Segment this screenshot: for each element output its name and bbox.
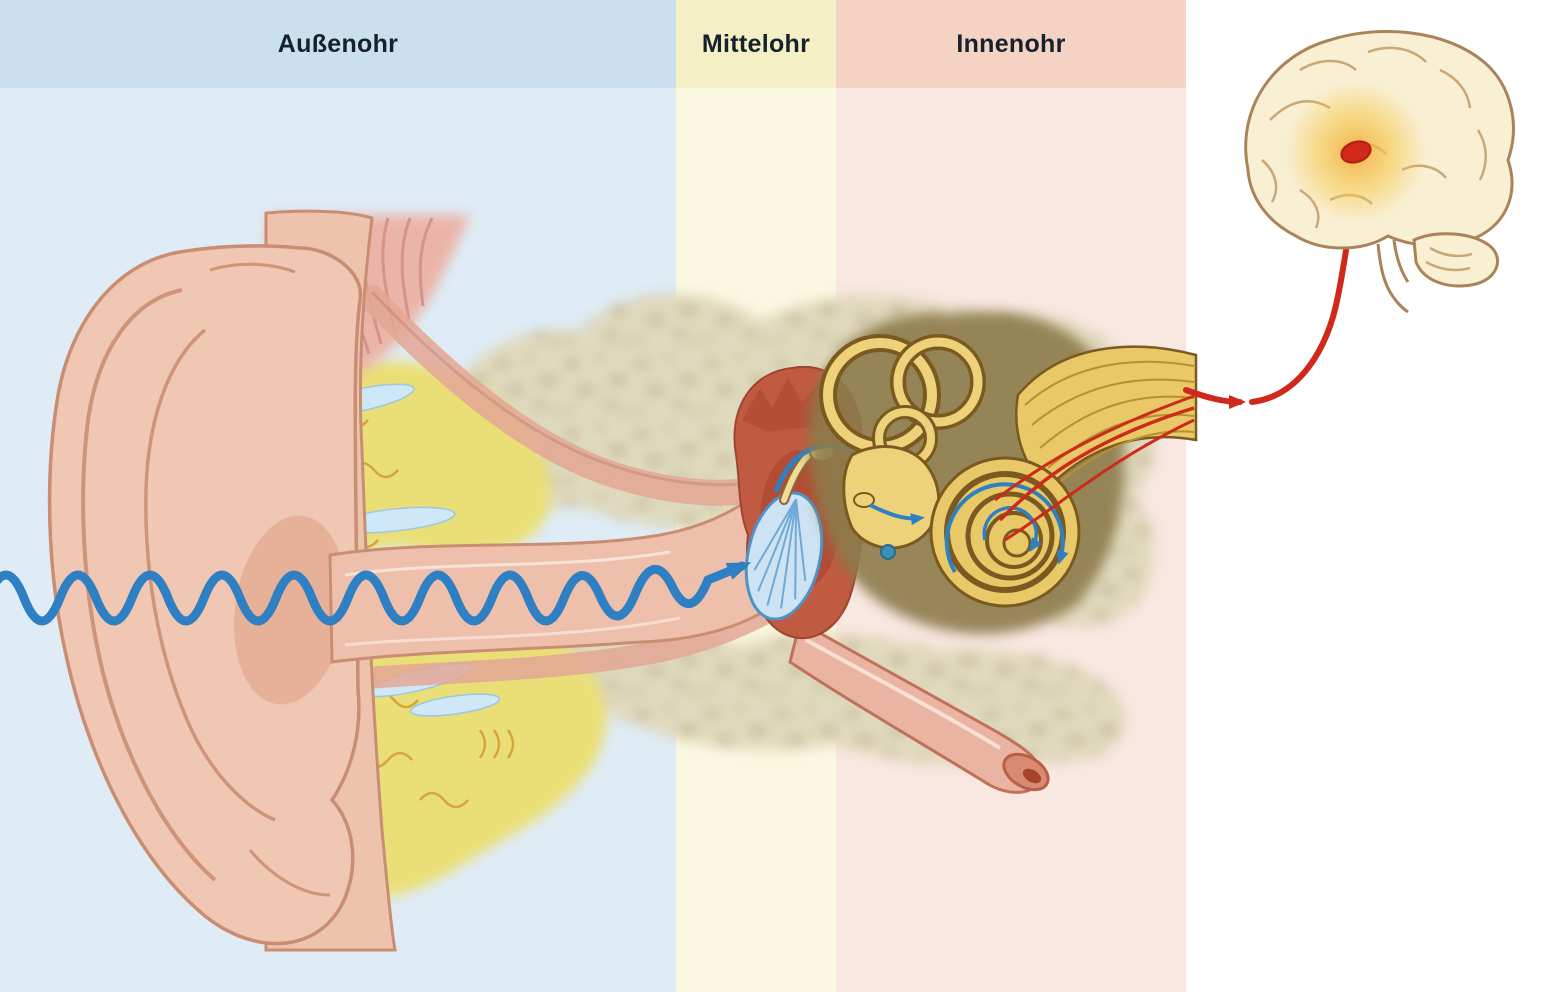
- vestibule-flow-arrow: [869, 503, 925, 526]
- nerve-signal-fibers: [994, 394, 1195, 542]
- concha-shading: [233, 515, 347, 705]
- oval-window: [853, 492, 875, 508]
- cochlea: [929, 456, 1081, 608]
- ear-canal-lining: [329, 285, 786, 691]
- malleus: [781, 449, 815, 503]
- auditory-cortex-spot: [1340, 140, 1372, 164]
- region-middle-ear-header: Mittelohr: [676, 0, 836, 88]
- region-inner-ear-header: Innenohr: [836, 0, 1186, 88]
- region-inner-ear-label: Innenohr: [956, 29, 1066, 58]
- inner-ear: [809, 311, 1198, 635]
- cerebellum: [1412, 232, 1500, 288]
- sound-wave: [0, 561, 752, 626]
- brain: [1244, 30, 1515, 314]
- cochlea-flow-arrow-outer: [944, 482, 1069, 574]
- round-window: [880, 544, 896, 560]
- region-middle-ear-label: Mittelohr: [701, 29, 811, 58]
- region-outer-ear-header: Außenohr: [0, 0, 676, 88]
- brainstem: [1376, 239, 1410, 314]
- eardrum: [744, 491, 824, 621]
- region-outer-ear-label: Außenohr: [277, 29, 399, 58]
